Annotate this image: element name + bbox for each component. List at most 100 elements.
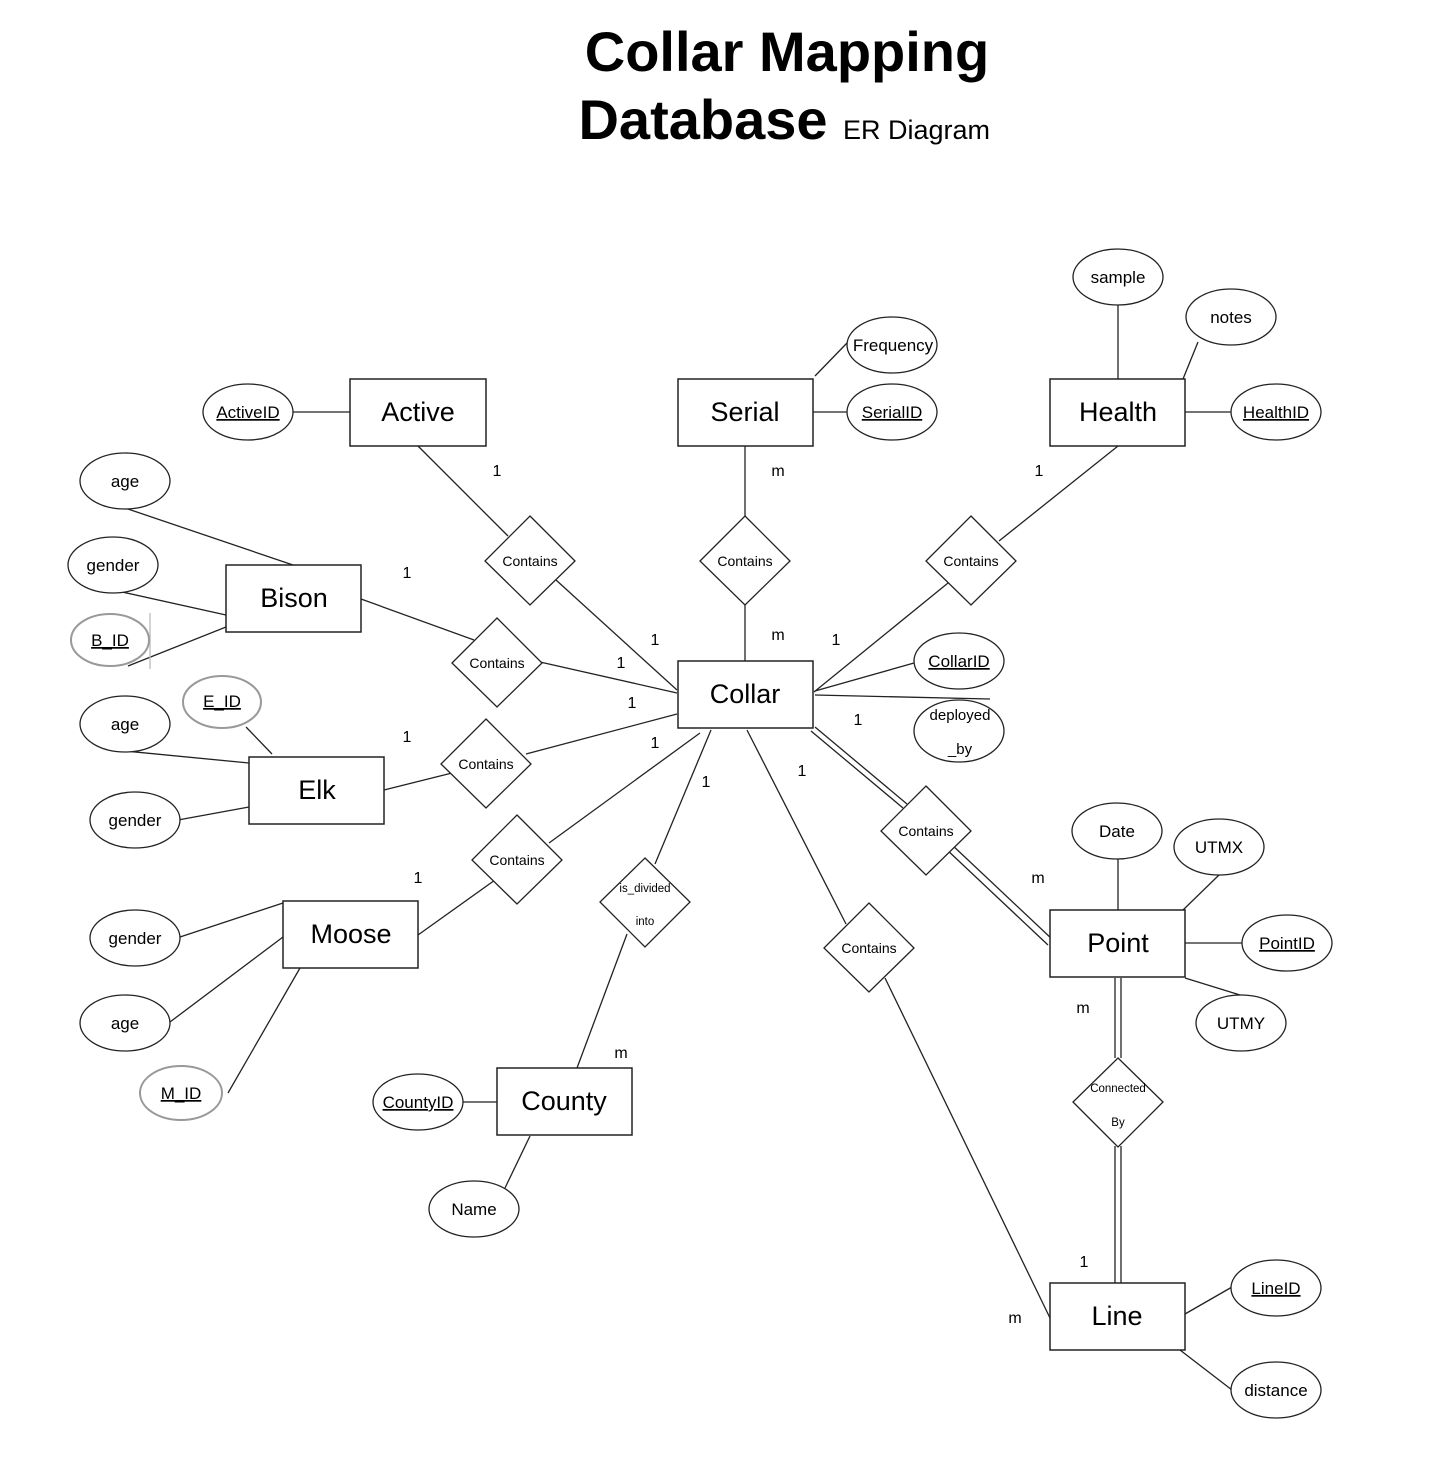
attribute-label-1: deployed [930,707,991,724]
attribute-notes: notes [1185,288,1277,346]
connector-contains-collar-active [555,579,678,691]
attribute-label: Name [451,1200,496,1219]
cardinality-health: 1 [1035,463,1044,480]
attribute-bison-age: age [79,452,171,510]
connector-divided-county [576,933,628,1069]
connectors [112,304,1242,1391]
connector-gender-elk [177,806,250,821]
cardinality-line-collar: m [1008,1310,1021,1327]
attribute-label: HealthID [1243,403,1309,422]
connector-frequency-serial [814,342,848,377]
connector-gender-moose [179,902,284,938]
relationship-active-contains: Contains [484,515,576,606]
attribute-label: age [111,715,139,734]
entity-point: Point [1049,909,1186,978]
connector-active-contains [417,445,509,537]
relationship-is-divided-into: is_divided into [599,857,691,948]
relationship-label: Contains [469,655,524,671]
cardinality-serial: m [771,463,784,480]
connector-line-distance [1179,1349,1233,1391]
cardinality-serial-collar: m [771,627,784,644]
cardinalities: 1 1 m m 1 1 1 1 1 1 1 1 1 m 1 1 m m 1 m [403,463,1090,1327]
attribute-label: SerialID [862,403,922,422]
connector-utmx-point [1182,874,1220,911]
entity-label: Line [1091,1301,1142,1331]
attribute-label: Date [1099,822,1135,841]
attribute-label: LineID [1251,1279,1300,1298]
connector-contains-collar-moose [548,732,701,844]
entity-label: Health [1079,397,1157,427]
connector-collar-divided [654,729,712,865]
entity-label: Elk [298,775,336,805]
connector-gender-bison [112,589,227,616]
connector-eid-elk [245,726,273,755]
connector-notes-health [1182,341,1199,380]
relationship-label: Contains [489,852,544,868]
connector-contains-collar-elk [525,713,678,755]
attribute-date: Date [1071,802,1163,860]
connector-contains-point-a [944,847,1049,946]
entity-label: Moose [310,919,391,949]
attribute-serial-id: SerialID [846,383,938,441]
cardinality-collar-point: 1 [798,763,807,780]
connector-bison-contains [360,598,475,641]
connector-collar-contains-line [746,729,847,925]
cardinality-active: 1 [493,463,502,480]
entity-label: Collar [710,679,781,709]
attribute-label: age [111,1014,139,1033]
entity-label: Serial [710,397,779,427]
connector-collar-deployedby [814,694,991,700]
connector-age-moose [169,936,284,1023]
relationship-connected-by: Connected By [1072,1057,1164,1148]
entity-line: Line [1049,1282,1186,1351]
cardinality-collar-deployed: 1 [854,712,863,729]
cardinality-collar-county: 1 [702,774,711,791]
connector-bid-bison [127,626,227,667]
entity-label: County [521,1086,607,1116]
relationship-label: Contains [458,756,513,772]
attribute-label: M_ID [161,1084,202,1103]
attribute-label: CollarID [928,652,989,671]
attribute-line-id: LineID [1230,1259,1322,1317]
cardinality-point-line: m [1076,1000,1089,1017]
relationship-label-2: into [636,916,655,928]
cardinality-bison: 1 [403,565,412,582]
relationship-label: Contains [841,940,896,956]
connector-contains-line [884,977,1051,1319]
connector-name-county [504,1135,531,1189]
relationship-serial-contains: Contains [699,515,791,606]
connector-health-contains [998,445,1119,542]
cardinality-elk: 1 [403,729,412,746]
attribute-label: PointID [1259,934,1315,953]
connector-age-bison [124,507,294,566]
attribute-label: gender [87,556,140,575]
connector-mid-moose [227,967,301,1094]
cardinality-bison-collar: 1 [617,655,626,672]
entity-label: Point [1087,928,1149,958]
connector-contains-point-b [949,842,1054,941]
attribute-elk-age: age [79,695,171,753]
attribute-collar-id: CollarID [913,632,1005,690]
cardinality-point: m [1031,870,1044,887]
attribute-county-name: Name [428,1180,520,1238]
attribute-label: age [111,472,139,491]
attribute-label: gender [109,811,162,830]
connector-collar-collarid [814,662,915,692]
relationship-line-contains: Contains [823,902,915,993]
attribute-label: UTMX [1195,838,1243,857]
attribute-label: Frequency [853,336,934,355]
attribute-label: E_ID [203,692,241,711]
relationship-moose-contains: Contains [471,814,563,905]
attribute-moose-gender: gender [89,909,181,967]
connector-age-elk [124,750,250,764]
entity-serial: Serial [677,378,814,447]
attribute-bison-id: B_ID [70,613,151,669]
attribute-distance: distance [1230,1361,1322,1419]
cardinality-elk-collar-1: 1 [628,695,637,712]
relationship-label-2: By [1111,1117,1125,1129]
attribute-label: ActiveID [216,403,279,422]
entity-label: Bison [260,583,328,613]
entity-health: Health [1049,378,1186,447]
entity-active: Active [349,378,487,447]
